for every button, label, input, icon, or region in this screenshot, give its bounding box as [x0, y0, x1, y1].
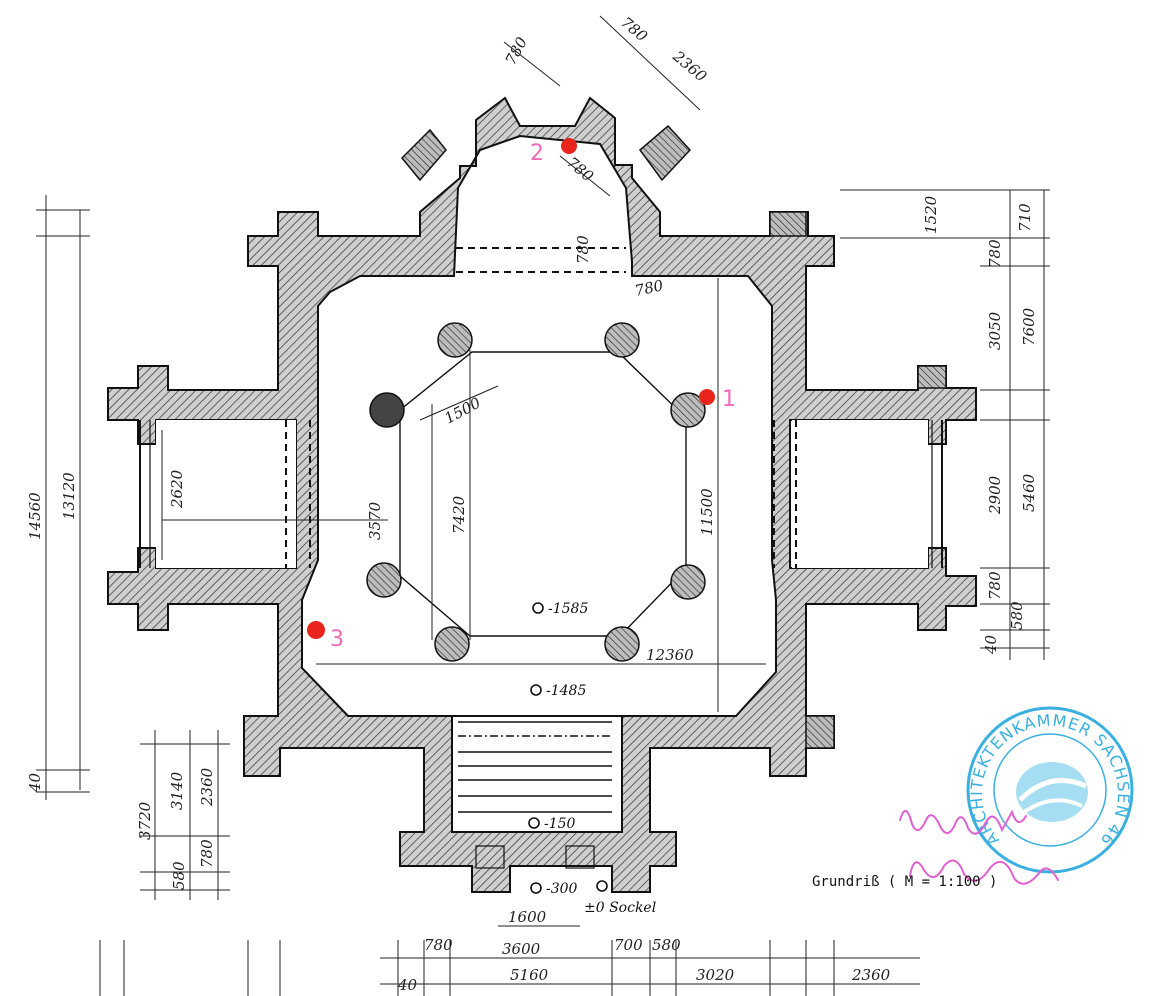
dim-bottom-580: 580 [652, 936, 681, 954]
dim-right-2900: 2900 [986, 475, 1004, 515]
dim-left-580: 580 [170, 861, 188, 890]
signature [899, 809, 1059, 885]
buttress-caps [400, 124, 947, 749]
dim-top-780c: 780 [563, 153, 597, 185]
dim-right-780b: 780 [986, 571, 1004, 600]
drawing-caption: Grundriß ( M = 1:100 ) [812, 874, 998, 890]
dim-bottom-700: 700 [614, 936, 643, 954]
dim-inner-7420: 7420 [450, 495, 468, 534]
dim-left-40: 40 [26, 772, 44, 793]
dimension-lines [36, 15, 1050, 996]
level-1585: -1585 [548, 601, 588, 617]
dim-left-3720: 3720 [136, 801, 154, 840]
level-150: -150 [544, 816, 576, 832]
column-6 [670, 564, 706, 600]
dim-left-13120: 13120 [60, 472, 78, 520]
dim-bottom-3600: 3600 [502, 940, 541, 958]
level-1485: -1485 [546, 683, 586, 699]
dim-bottom-3020: 3020 [696, 966, 735, 984]
dim-inner-12360: 12360 [646, 646, 694, 664]
dim-left-780: 780 [198, 839, 216, 868]
dim-left-2360: 2360 [198, 767, 216, 807]
dim-right-5460: 5460 [1020, 473, 1038, 512]
columns [366, 322, 706, 662]
opening-lines [285, 247, 797, 568]
dim-bottom-2360: 2360 [851, 966, 891, 984]
dim-left-14560: 14560 [26, 492, 44, 540]
dim-right-1520: 1520 [922, 195, 940, 234]
dim-right-3050: 3050 [986, 311, 1004, 350]
marker-3-dot [307, 621, 325, 639]
column-7 [434, 626, 470, 662]
dim-top-780e: 780 [633, 276, 665, 300]
column-2 [604, 322, 640, 358]
dim-left-3140: 3140 [168, 771, 186, 810]
dim-bottom-1600: 1600 [508, 908, 547, 926]
column-3 [369, 392, 405, 428]
level-300: -300 [546, 881, 578, 897]
marker-2-label: 2 [530, 141, 544, 166]
dim-bottom-40: 40 [397, 976, 418, 994]
dim-right-580: 580 [1008, 601, 1026, 630]
dim-inner-11500: 11500 [698, 488, 716, 536]
dim-right-780a: 780 [986, 239, 1004, 268]
dim-top-780a: 780 [502, 34, 532, 68]
survey-markers: 1 2 3 [307, 138, 736, 652]
marker-3-label: 3 [330, 627, 344, 652]
dim-right-7600: 7600 [1020, 307, 1038, 346]
column-1 [437, 322, 473, 358]
marker-1-dot [699, 389, 715, 405]
wall-mass [107, 96, 977, 893]
dim-bottom-5160: 5160 [510, 966, 549, 984]
dim-bottom-780: 780 [424, 936, 453, 954]
dim-top-780d: 780 [574, 235, 592, 264]
level-sockel: ±0 Sockel [584, 900, 656, 916]
level-marks: -1585 -1485 -150 -300 ±0 Sockel [528, 601, 656, 916]
dim-top-780b: 780 [617, 13, 651, 45]
dim-right-710: 710 [1016, 203, 1034, 232]
inner-octagon [399, 351, 687, 637]
column-8 [604, 626, 640, 662]
dim-right-40: 40 [982, 634, 1000, 655]
column-5 [366, 562, 402, 598]
dim-inner-2620: 2620 [168, 469, 186, 509]
choir-stairs [458, 721, 612, 869]
dim-inner-3570: 3570 [366, 501, 384, 540]
dim-inner-1500: 1500 [441, 394, 484, 428]
dim-top-2360: 2360 [669, 47, 711, 86]
marker-2-dot [561, 138, 577, 154]
column-4 [670, 392, 706, 428]
marker-1-label: 1 [722, 387, 736, 412]
